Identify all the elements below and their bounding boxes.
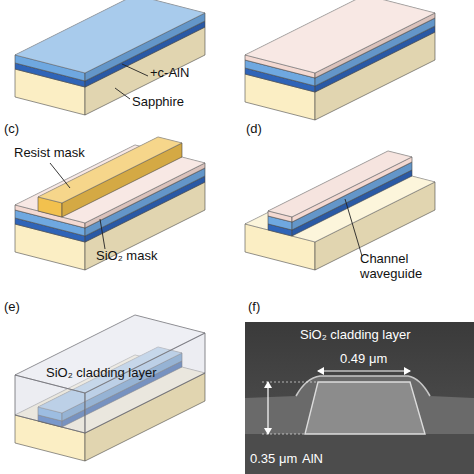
panel-letter: (c) — [4, 122, 19, 137]
sem-label: AlN — [302, 452, 323, 467]
layer-label: SiO₂ cladding layer — [46, 366, 157, 381]
cladding-box — [15, 315, 205, 433]
layer-label: Resist mask — [14, 146, 85, 161]
dimension-arrow — [318, 370, 410, 371]
leader-line — [50, 163, 70, 188]
sem-cladding — [245, 376, 474, 474]
panel-letter: (e) — [4, 300, 20, 315]
layer-label: Channel waveguide — [360, 252, 440, 282]
sio2-layer — [245, 0, 435, 78]
leader-line — [345, 199, 362, 256]
leader-line — [115, 88, 130, 99]
dimension-arrow — [267, 382, 268, 434]
leader-line — [100, 219, 105, 249]
sem-label: SiO₂ cladding layer — [300, 328, 411, 343]
sem-substrate — [245, 434, 474, 474]
sem-aln-core — [305, 382, 425, 434]
layer-label: +c-AlN — [150, 66, 189, 81]
panel-letter: (d) — [246, 122, 262, 137]
layer-label: Sapphire — [132, 95, 184, 110]
layer-label: SiO₂ mask — [96, 249, 157, 264]
sio2-mask-ridge — [268, 151, 412, 222]
dimension-label: 0.49 μm — [340, 352, 387, 367]
sem-image — [245, 322, 474, 474]
panel-letter: (f) — [248, 300, 260, 315]
leader-line — [122, 64, 148, 76]
dimension-guide — [262, 434, 304, 435]
dimension-label: 0.35 μm — [250, 452, 297, 467]
dimension-guide — [262, 382, 316, 383]
aln-layer — [15, 0, 205, 81]
